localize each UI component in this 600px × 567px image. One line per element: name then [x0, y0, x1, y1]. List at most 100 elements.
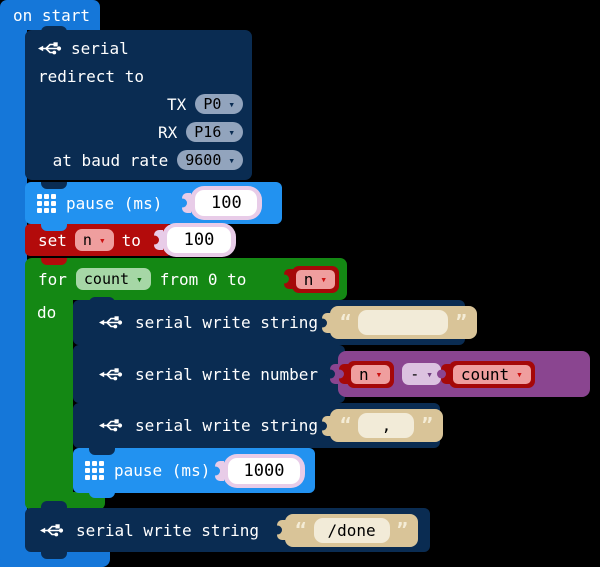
for-variable-dropdown[interactable]: count ▾: [75, 268, 151, 290]
tx-pin-value: P0: [203, 95, 222, 114]
dropdown-arrow-icon: ▾: [228, 125, 235, 139]
baud-rate-value: 9600: [185, 151, 222, 170]
on-start-block[interactable]: on start: [0, 0, 100, 30]
minuend-variable-dropdown[interactable]: n ▾: [351, 364, 391, 384]
serial-rx-row: RX P16 ▾: [38, 118, 243, 146]
connector-tab: [41, 26, 67, 33]
serial-redirect-block[interactable]: serial redirect to TX P0 ▾ RX P16 ▾ at b…: [25, 30, 252, 180]
usb-icon: [99, 367, 123, 382]
tx-pin-dropdown[interactable]: P0 ▾: [195, 94, 243, 115]
serial-write-number-block[interactable]: serial write number: [73, 345, 345, 403]
set-keyword: set: [38, 230, 67, 250]
puzzle-notch: [154, 230, 163, 250]
for-limit-variable-name: n: [303, 269, 314, 289]
for-keyword: for: [38, 269, 67, 289]
string-value-field[interactable]: ,: [358, 413, 415, 438]
pause-value-slot: 1000: [215, 453, 305, 488]
subtrahend-variable-dropdown[interactable]: count ▾: [452, 364, 531, 384]
puzzle-notch: [440, 364, 450, 384]
for-variable-name: count: [83, 270, 130, 288]
write-number-label: serial write number: [135, 364, 319, 384]
set-value-field[interactable]: 100: [167, 227, 231, 253]
serial-write-string-block-3[interactable]: serial write string “ /done ”: [25, 508, 430, 552]
serial-baud-row: at baud rate 9600 ▾: [38, 146, 243, 174]
connector-tab: [41, 224, 67, 231]
for-loop-left-spine[interactable]: [25, 298, 73, 494]
connector-tab: [89, 297, 115, 304]
for-loop-header[interactable]: for count ▾ from 0 to n ▾: [25, 258, 347, 300]
puzzle-notch: [322, 312, 332, 333]
puzzle-notch: [182, 193, 192, 213]
serial-tx-row: TX P0 ▾: [38, 91, 243, 119]
for-range-label: from 0 to: [159, 269, 247, 289]
serial-subtitle: redirect to: [38, 67, 144, 87]
baud-label: at baud rate: [52, 150, 169, 170]
string-slot: “ ”: [322, 306, 477, 339]
grid-icon: [85, 461, 104, 480]
set-variable-block[interactable]: set n ▾ to: [25, 224, 172, 256]
pause-label: pause (ms): [114, 461, 211, 480]
pause-block-1[interactable]: pause (ms) 100: [25, 182, 282, 224]
string-slot: “ , ”: [322, 409, 443, 442]
dropdown-arrow-icon: ▾: [375, 367, 383, 381]
connector-tab: [89, 448, 115, 455]
quote-mark: ”: [455, 311, 467, 333]
for-limit-variable-block[interactable]: n ▾: [283, 265, 339, 293]
dropdown-arrow-icon: ▾: [426, 367, 433, 381]
write-string-label: serial write string: [135, 416, 319, 435]
puzzle-notch: [339, 364, 348, 384]
usb-icon: [38, 41, 62, 56]
on-start-label: on start: [13, 5, 91, 25]
set-variable-name: n: [82, 231, 92, 249]
dropdown-arrow-icon: ▾: [98, 233, 106, 247]
puzzle-notch: [322, 415, 332, 436]
for-do-label: do: [37, 303, 57, 322]
serial-title: serial: [71, 39, 129, 59]
serial-write-string-block-1[interactable]: serial write string “ ”: [73, 300, 477, 345]
serial-title-row: serial: [38, 35, 243, 63]
connector-tab: [89, 491, 115, 498]
math-subtraction-block[interactable]: n ▾ - ▾ count ▾: [330, 351, 590, 397]
operator-dropdown[interactable]: - ▾: [402, 363, 441, 385]
connector-tab: [41, 258, 67, 265]
quote-mark: ”: [421, 414, 433, 436]
tx-label: TX: [167, 94, 187, 114]
minuend-variable-name: n: [359, 364, 369, 384]
puzzle-notch: [215, 460, 224, 481]
write-string-label: serial write string: [135, 313, 319, 332]
dropdown-arrow-icon: ▾: [228, 97, 235, 111]
operator-value: -: [410, 365, 420, 383]
subtrahend-variable-name: count: [460, 364, 510, 384]
string-slot: “ /done ”: [277, 513, 418, 547]
string-value-field[interactable]: /done: [313, 517, 390, 543]
dropdown-arrow-icon: ▾: [320, 272, 327, 286]
set-value-slot-wrap: 100: [154, 221, 236, 259]
on-start-left-spine[interactable]: [0, 28, 27, 567]
rx-pin-dropdown[interactable]: P16 ▾: [186, 122, 243, 143]
serial-write-string-block-2[interactable]: serial write string “ , ”: [73, 403, 443, 448]
puzzle-notch: [283, 269, 293, 289]
minuend-variable-block[interactable]: n ▾: [339, 360, 395, 388]
rx-pin-value: P16: [194, 123, 222, 142]
serial-subtitle-row: redirect to: [38, 63, 243, 91]
string-value-field[interactable]: [358, 310, 449, 335]
set-value-slot: 100: [154, 223, 236, 257]
dropdown-arrow-icon: ▾: [516, 367, 523, 381]
quote-mark: “: [340, 414, 352, 436]
pause-label: pause (ms): [66, 193, 163, 213]
pause-value-field[interactable]: 1000: [228, 457, 300, 484]
set-variable-dropdown[interactable]: n ▾: [74, 229, 114, 251]
write-string-label: serial write string: [76, 520, 260, 540]
usb-icon: [40, 523, 64, 538]
connector-tab: [41, 501, 67, 508]
puzzle-notch: [277, 520, 287, 540]
usb-icon: [99, 315, 123, 330]
usb-icon: [99, 418, 123, 433]
connector-tab: [41, 182, 67, 189]
pause-value-field[interactable]: 100: [195, 190, 258, 216]
for-limit-variable-dropdown[interactable]: n ▾: [295, 269, 335, 289]
subtrahend-variable-block[interactable]: count ▾: [440, 360, 535, 388]
baud-rate-dropdown[interactable]: 9600 ▾: [177, 150, 243, 171]
grid-icon: [37, 193, 56, 213]
pause-block-2[interactable]: pause (ms) 1000: [73, 448, 315, 493]
